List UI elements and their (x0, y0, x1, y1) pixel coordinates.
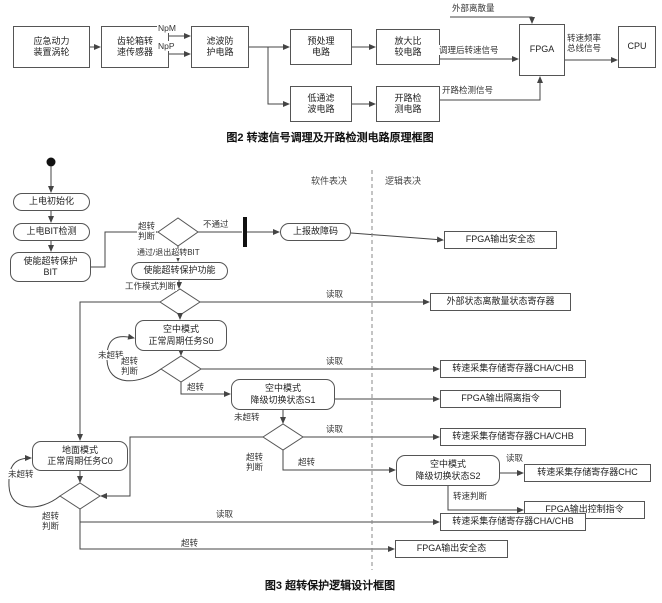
lane-software-label: 软件表决 (311, 176, 348, 186)
read-label-1: 读取 (325, 289, 345, 300)
cha-chb-register-box-1: 转速采集存储寄存器CHA/CHB (440, 360, 586, 378)
ext-state-register-box: 外部状态离散量状态寄存器 (430, 293, 571, 311)
figure3-caption: 图3 超转保护逻辑设计框图 (264, 580, 396, 592)
turbine-box: 应急动力 装置涡轮 (13, 26, 90, 68)
not-overspeed-label-1: 未超转 (97, 350, 125, 361)
report-fault-code-node: 上报故障码 (280, 223, 351, 241)
preprocess-box: 预处理 电路 (290, 29, 352, 65)
overspeed-judge-label-1: 超转 判断 (137, 221, 157, 242)
filter-protect-box: 滤波防 护电路 (191, 26, 249, 68)
enable-protect-func-node: 使能超转保护功能 (131, 262, 228, 280)
conditioned-speed-signal-label: 调理后转速信号 (438, 45, 500, 56)
overspeed-judge-label-4: 超转 判断 (41, 511, 61, 532)
open-detect-signal-label: 开路检测信号 (441, 85, 495, 96)
decision-bit-overspeed-diamond (157, 217, 199, 247)
lowpass-filter-box: 低通滤 波电路 (290, 86, 352, 122)
speed-freq-bus-signal-label: 转速频率 总线信号 (566, 33, 603, 54)
fpga-safe-state-box-1: FPGA输出安全态 (444, 231, 557, 249)
overspeed-label-2: 超转 (297, 457, 317, 468)
read-label-4: 读取 (505, 453, 525, 464)
read-label-5: 读取 (215, 509, 235, 520)
read-label-2: 读取 (325, 356, 345, 367)
not-overspeed-label-2: 未超转 (233, 412, 261, 423)
decision-work-mode-diamond (159, 288, 201, 316)
npp-label: NpP (157, 41, 176, 52)
chc-register-box: 转速采集存储寄存器CHC (524, 464, 651, 482)
ground-mode-c0-node: 地面模式 正常周期任务C0 (32, 441, 128, 471)
decision-air-overspeed-diamond (160, 355, 202, 383)
overspeed-judge-label-3: 超转 判断 (245, 452, 265, 473)
figure2-caption: 图2 转速信号调理及开路检测电路原理框图 (226, 132, 434, 144)
npm-label: NpM (157, 23, 177, 34)
not-overspeed-label-3: 未超转 (7, 469, 35, 480)
cha-chb-register-box-2: 转速采集存储寄存器CHA/CHB (440, 428, 586, 446)
air-mode-s0-node: 空中模式 正常周期任务S0 (135, 320, 227, 351)
power-on-init-node: 上电初始化 (13, 193, 90, 211)
external-discrete-label: 外部离散量 (451, 3, 496, 14)
start-node-dot (46, 157, 56, 167)
power-on-bit-node: 上电BIT检测 (13, 223, 90, 241)
speed-judge-label: 转速判断 (452, 491, 489, 502)
fpga-safe-state-box-2: FPGA输出安全态 (395, 540, 508, 558)
air-mode-s2-node: 空中模式 降级切换状态S2 (396, 455, 500, 486)
fpga-box: FPGA (519, 24, 565, 76)
cpu-box: CPU (618, 26, 656, 68)
decision-s1-overspeed-diamond (262, 423, 304, 451)
overspeed-judge-label-2: 超转 判断 (120, 356, 140, 377)
work-mode-judge-label: 工作模式判断 (124, 281, 178, 292)
lane-logic-label: 逻辑表决 (385, 176, 422, 186)
cha-chb-register-box-3: 转速采集存储寄存器CHA/CHB (440, 513, 586, 531)
pass-exit-label: 通过/退出超转BIT (136, 248, 201, 258)
decision-ground-overspeed-diamond (59, 482, 101, 510)
overspeed-label-1: 超转 (186, 382, 206, 393)
air-mode-s1-node: 空中模式 降级切换状态S1 (231, 379, 335, 410)
enable-overspeed-bit-node: 使能超转保护 BIT (10, 252, 91, 282)
amplify-compare-box: 放大比 较电路 (376, 29, 440, 65)
overspeed-label-3: 超转 (180, 538, 200, 549)
figure2-wires (90, 16, 618, 107)
open-circuit-detect-box: 开路检 测电路 (376, 86, 440, 122)
fpga-isolation-cmd-box: FPGA输出隔离指令 (440, 390, 561, 408)
read-label-3: 读取 (325, 424, 345, 435)
fault-report-bar (243, 217, 247, 247)
fail-label: 不通过 (202, 219, 230, 230)
